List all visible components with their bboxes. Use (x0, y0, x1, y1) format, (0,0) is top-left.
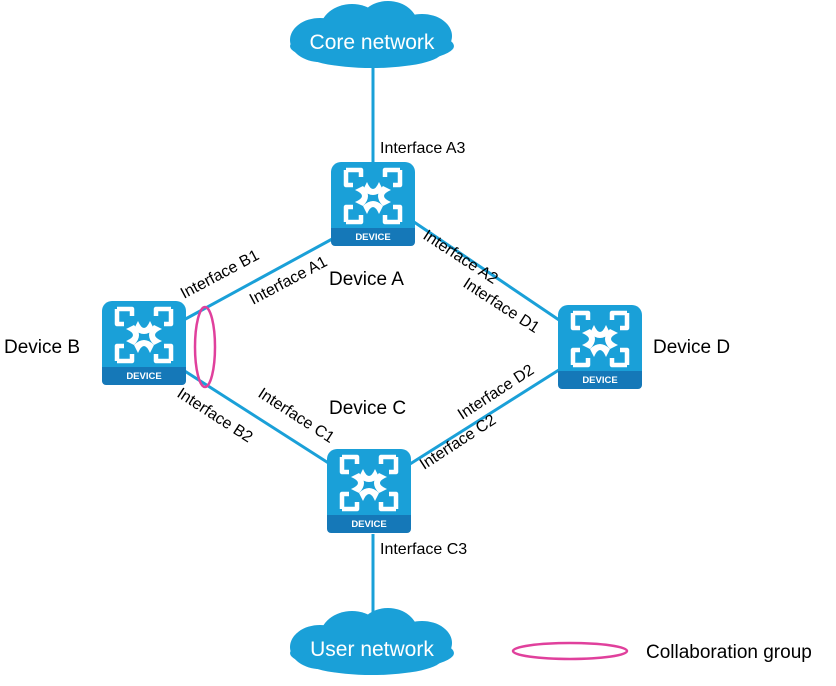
device-c-badge: DEVICE (351, 519, 386, 530)
cloud-user-network-label: User network (310, 638, 434, 661)
device-d-label: Device D (653, 337, 730, 358)
device-b-label: Device B (4, 337, 80, 358)
links (179, 68, 563, 634)
interface-d1-label: Interface D1 (460, 275, 542, 337)
interface-b2-label: Interface B2 (174, 385, 256, 446)
device-a-badge: DEVICE (355, 232, 390, 243)
interface-a2-label: Interface A2 (420, 227, 501, 288)
link-b-c (179, 366, 331, 466)
device-a-label: Device A (329, 269, 404, 290)
collaboration-group-marker (193, 305, 217, 389)
cloud-core-network-label: Core network (310, 31, 435, 54)
interface-a3-label: Interface A3 (380, 140, 465, 157)
device-b-badge: DEVICE (126, 371, 161, 382)
interface-c1-label: Interface C1 (255, 385, 337, 447)
device-d-badge: DEVICE (582, 375, 617, 386)
interface-c2-label: Interface C2 (417, 412, 499, 474)
interface-c3-label: Interface C3 (380, 541, 467, 558)
device-c-label: Device C (329, 398, 406, 419)
legend: Collaboration group (511, 641, 812, 663)
link-a-d (413, 220, 563, 324)
legend-collaboration-group-label: Collaboration group (646, 642, 812, 663)
link-d-c (409, 366, 563, 466)
legend-collaboration-group-symbol (511, 641, 629, 661)
